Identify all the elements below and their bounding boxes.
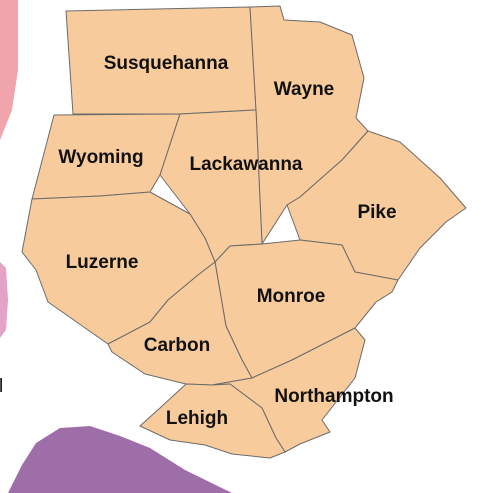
label-pike: Pike (357, 202, 396, 223)
edge-partial-label: l (0, 376, 3, 397)
county-wayne[interactable] (249, 5, 369, 245)
neighbor-region-west-lower (0, 262, 8, 338)
neighbor-region-west (0, 0, 18, 140)
label-susquehanna: Susquehanna (104, 53, 229, 74)
label-monroe: Monroe (257, 286, 326, 307)
county-lehigh[interactable] (139, 383, 286, 459)
label-northampton: Northampton (274, 386, 393, 407)
label-lackawanna: Lackawanna (190, 154, 303, 175)
neighbor-region-southwest (8, 426, 232, 493)
label-wayne: Wayne (274, 79, 335, 100)
label-luzerne: Luzerne (66, 252, 139, 273)
label-lehigh: Lehigh (166, 408, 228, 429)
county-carbon[interactable] (107, 261, 253, 386)
label-wyoming: Wyoming (58, 147, 143, 168)
label-carbon: Carbon (144, 335, 211, 356)
